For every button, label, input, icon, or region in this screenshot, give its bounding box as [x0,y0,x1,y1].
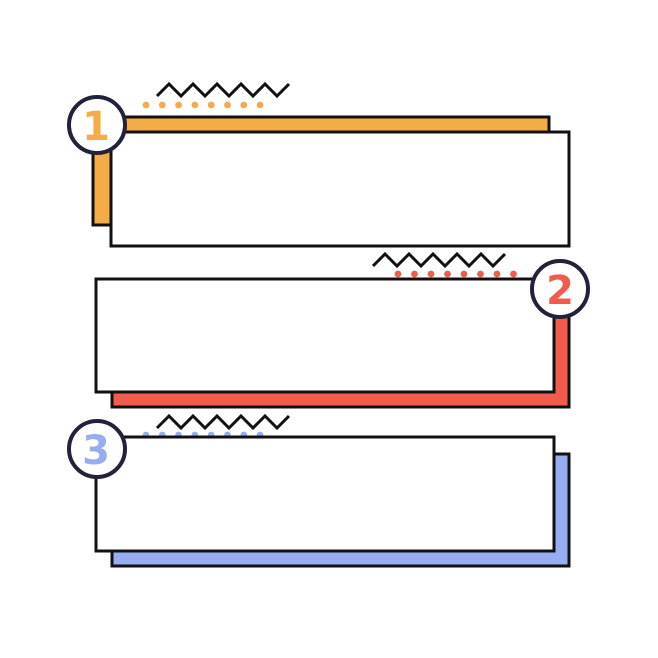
step-3-zigzag [155,413,291,431]
step-2-dots-dot [477,270,484,278]
step-2-dots [394,270,517,278]
step-2-number: 2 [546,268,574,314]
step-2-zigzag [371,251,507,269]
step-2-dots-dot [444,270,451,278]
step-2-dots-dot [493,270,501,278]
step-2-dots-dot [394,270,402,278]
step-3-panel[interactable] [94,435,556,553]
step-2-dots-dot [460,270,468,278]
step-2-dots-dot [411,270,418,278]
step-2-dots-dot [427,270,435,278]
step-2-panel[interactable] [94,277,556,394]
step-3-group: 3 [67,413,571,568]
step-2-dots-dot [510,270,517,278]
step-2-group: 2 [94,251,590,409]
step-1-dots [142,101,264,109]
step-1-badge [67,95,127,155]
step-1-dots-dot [240,101,248,109]
step-1-dots-dot [191,101,199,109]
step-1-dots-dot [175,101,183,109]
step-1-dots-dot [256,101,264,109]
step-1-number: 1 [82,104,110,150]
step-1-dots-dot [224,101,231,109]
step-3-badge [67,419,127,479]
step-2-badge [530,259,590,319]
step-1-dots-dot [142,101,150,109]
step-1-dots-dot [158,101,166,109]
step-1-panel[interactable] [109,130,571,248]
step-1-zigzag [155,81,291,99]
step-3-number: 3 [82,428,110,474]
step-1-group: 1 [67,81,571,248]
step-1-dots-dot [207,101,215,109]
